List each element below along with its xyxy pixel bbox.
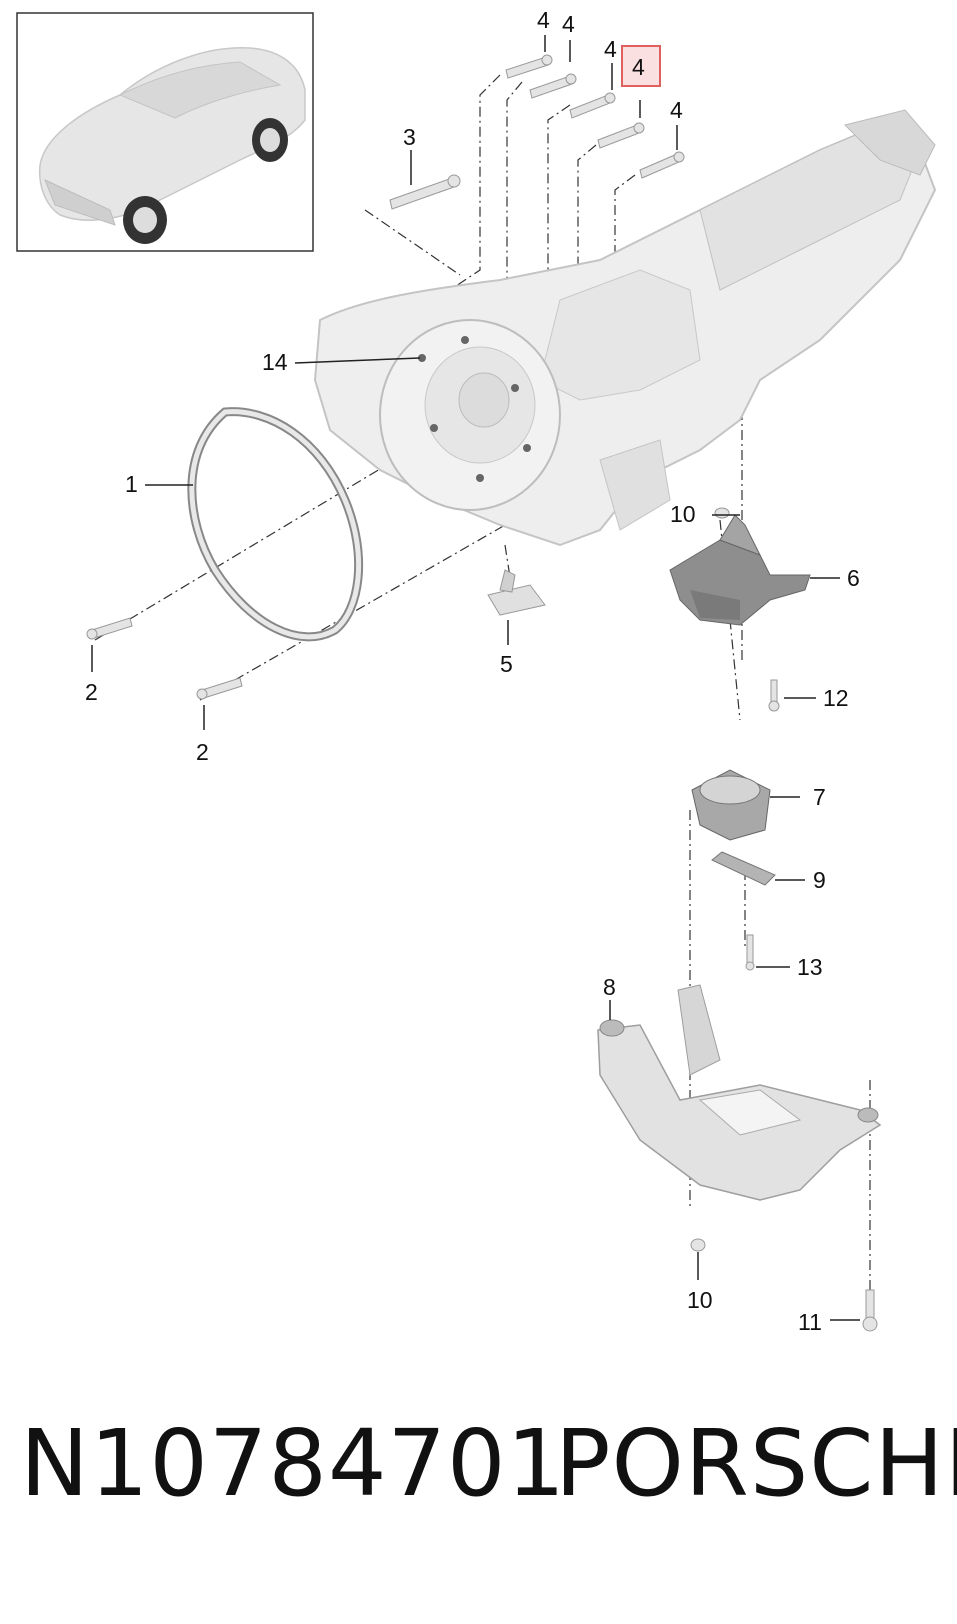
- bolt-11-icon: [862, 1289, 878, 1332]
- brand-name: PORSCHE: [555, 1410, 957, 1517]
- callout-14[interactable]: 14: [262, 349, 288, 375]
- highlight-box: [621, 45, 661, 87]
- flywheel: [379, 319, 561, 511]
- vehicle-thumbnail: [16, 12, 314, 252]
- callout-4c[interactable]: 4: [604, 36, 617, 62]
- bolt-4a-icon: [505, 54, 553, 79]
- callout-12[interactable]: 12: [823, 685, 849, 711]
- callout-13[interactable]: 13: [797, 954, 823, 980]
- bracket-part-5: [487, 569, 546, 616]
- bolt-3-icon: [389, 174, 461, 210]
- rubber-mount-7: [691, 769, 771, 841]
- bolts: [86, 54, 878, 1332]
- callout-5[interactable]: 5: [500, 651, 513, 677]
- bolt-2a-icon: [86, 617, 133, 640]
- bolt-2b-icon: [196, 677, 243, 700]
- bolt-4b-icon: [529, 73, 577, 99]
- callout-labels: 4 4 4 4 4 3 14 1 10 6 5 2 2 12 7 9 13 8 …: [85, 7, 860, 1335]
- transmission-mount-6: [669, 514, 811, 626]
- callout-7[interactable]: 7: [813, 784, 826, 810]
- nut-10b-icon: [690, 1238, 706, 1252]
- bolt-12-icon: [768, 679, 780, 712]
- callout-11[interactable]: 11: [798, 1309, 822, 1335]
- gasket-ring: [187, 407, 364, 642]
- bolt-13-icon: [745, 934, 755, 971]
- bolt-4e-icon: [639, 151, 685, 179]
- transmission-housing: [313, 109, 937, 547]
- callout-4-highlighted[interactable]: 4: [632, 54, 645, 80]
- plate-9: [711, 851, 776, 886]
- bolt-4d-icon: [597, 122, 645, 149]
- callout-10b[interactable]: 10: [687, 1287, 713, 1313]
- callout-4b[interactable]: 4: [562, 11, 575, 37]
- callout-10a[interactable]: 10: [670, 501, 696, 527]
- car-icon: [38, 47, 306, 244]
- bolt-4c-icon: [569, 92, 616, 119]
- crossmember-8: [597, 984, 882, 1201]
- callout-4d[interactable]: 4: [670, 97, 683, 123]
- callout-6[interactable]: 6: [847, 565, 860, 591]
- part-number: N10784701: [20, 1410, 567, 1517]
- callout-9[interactable]: 9: [813, 867, 826, 893]
- callout-4a[interactable]: 4: [537, 7, 550, 33]
- callout-3[interactable]: 3: [403, 124, 416, 150]
- callout-2b[interactable]: 2: [196, 739, 209, 765]
- callout-leaders: [91, 35, 860, 1321]
- callout-8[interactable]: 8: [603, 974, 616, 1000]
- nut-10a-icon: [714, 507, 730, 519]
- callout-1[interactable]: 1: [125, 471, 138, 497]
- callout-2a[interactable]: 2: [85, 679, 98, 705]
